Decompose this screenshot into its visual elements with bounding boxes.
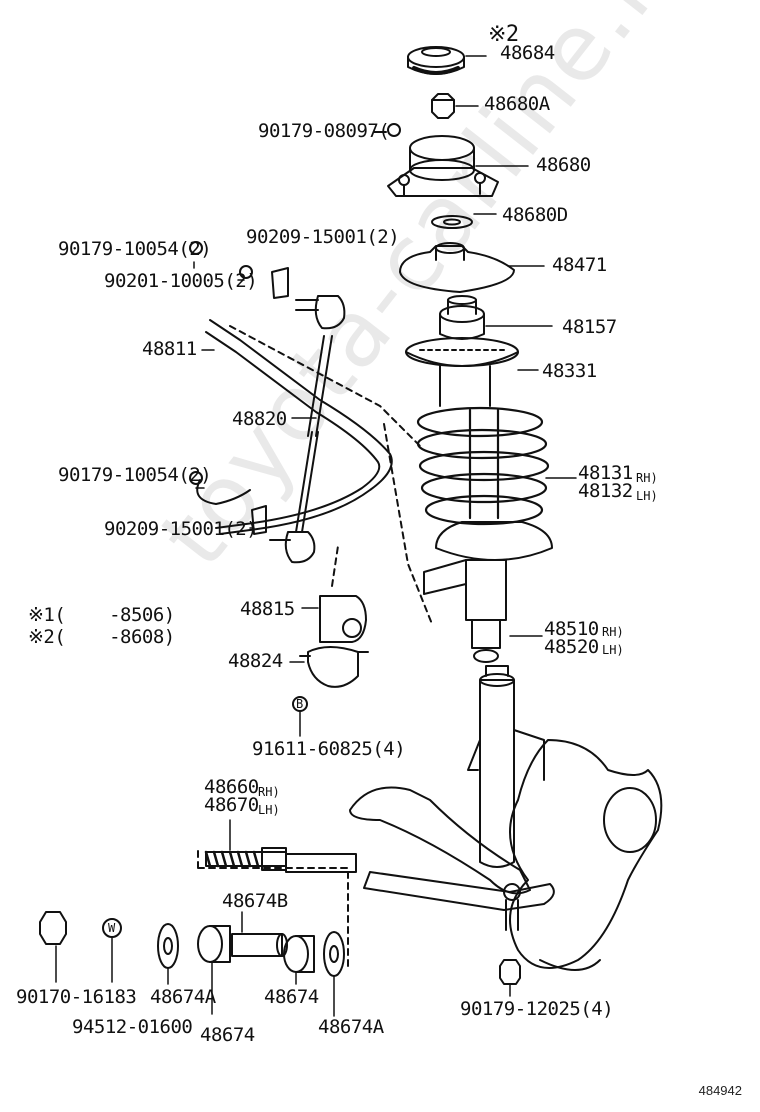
bolt-90201-10005 xyxy=(239,265,253,279)
note-mark-top: ※2 xyxy=(488,22,519,47)
label-90179-10054-bottom: 90179-10054(2) xyxy=(58,464,212,486)
label-48510: 48510 xyxy=(544,618,599,640)
label-48674B: 48674B xyxy=(222,890,288,912)
bushing-48674A-left xyxy=(157,923,179,969)
label-90179-08097: 90179-08097( xyxy=(258,120,390,142)
label-48680D: 48680D xyxy=(502,204,568,226)
label-48132-side: LH) xyxy=(636,489,658,503)
strut-48510 xyxy=(423,521,553,663)
leader xyxy=(197,847,349,969)
label-90170-16183: 90170-16183 xyxy=(16,986,137,1008)
label-91611-60825: 91611-60825(4) xyxy=(252,738,406,760)
label-48815: 48815 xyxy=(240,598,295,620)
leader xyxy=(229,325,421,447)
label-48520-side: LH) xyxy=(602,643,624,657)
insulator-48331 xyxy=(405,337,519,407)
mark-w: W xyxy=(108,921,116,935)
stabilizer-bushing-48815 xyxy=(319,595,367,643)
leader-lines xyxy=(55,55,577,1017)
label-48510-side: RH) xyxy=(602,625,624,639)
washer-48680D xyxy=(431,215,473,229)
label-48331: 48331 xyxy=(542,360,597,382)
label-48674A-left: 48674A xyxy=(150,986,216,1008)
label-48471: 48471 xyxy=(552,254,607,276)
washer-94512-01600 xyxy=(102,918,122,938)
nut-90170-16183 xyxy=(39,911,67,945)
nut-90179-12025 xyxy=(499,959,521,985)
label-48157: 48157 xyxy=(562,316,617,338)
label-48680A: 48680A xyxy=(484,93,550,115)
stabilizer-bracket-48824 xyxy=(299,646,369,688)
label-48660: 48660 xyxy=(204,776,259,798)
note-2: ※2( -8608) xyxy=(28,626,175,648)
label-94512-01600: 94512-01600 xyxy=(72,1016,193,1038)
label-48660-side: RH) xyxy=(258,785,280,799)
stabilizer-bar-48811 xyxy=(196,319,393,535)
label-48670: 48670 xyxy=(204,794,259,816)
strut-cap-48684 xyxy=(407,46,465,75)
label-48670-side: LH) xyxy=(258,803,280,817)
lower-control-arm xyxy=(349,786,555,931)
leader xyxy=(331,545,339,587)
nut-90179-10054-bottom xyxy=(189,471,203,485)
leader xyxy=(383,423,433,625)
nut-48680A xyxy=(431,93,455,119)
label-90209-15001-bottom: 90209-15001(2) xyxy=(104,518,258,540)
bump-stop-48157 xyxy=(439,295,485,340)
label-48811: 48811 xyxy=(142,338,197,360)
diagram-id: 484942 xyxy=(698,1083,742,1098)
strut-bar-48660 xyxy=(204,847,357,873)
label-90209-15001-top: 90209-15001(2) xyxy=(246,226,400,248)
label-48520: 48520 xyxy=(544,636,599,658)
label-48824: 48824 xyxy=(228,650,283,672)
spring-seat-48471 xyxy=(399,242,515,293)
bracket-90209-15001-top xyxy=(271,267,289,299)
label-90179-10054-top: 90179-10054(2) xyxy=(58,238,212,260)
label-90201-10005: 90201-10005(2) xyxy=(104,270,258,292)
coil-spring-48131 xyxy=(416,406,550,526)
label-48674-mid: 48674 xyxy=(264,986,319,1008)
shock-absorber xyxy=(467,665,545,868)
label-48674A-right: 48674A xyxy=(318,1016,384,1038)
nut-90179-10054-top xyxy=(189,241,203,255)
label-48132: 48132 xyxy=(578,480,633,502)
bracket-90209-15001-bottom xyxy=(251,505,267,535)
label-48820: 48820 xyxy=(232,408,287,430)
collar-48674B xyxy=(231,933,288,957)
label-48131: 48131 xyxy=(578,462,633,484)
note-1: ※1( -8506) xyxy=(28,604,175,626)
stabilizer-link-48820 xyxy=(269,295,346,564)
label-48680: 48680 xyxy=(536,154,591,176)
label-90179-12025: 90179-12025(4) xyxy=(460,998,614,1020)
bushing-48674-left xyxy=(197,925,231,963)
strut-mount-48680 xyxy=(387,135,499,197)
label-48684: 48684 xyxy=(500,42,555,64)
bushing-48674A-right xyxy=(323,931,345,977)
label-48131-side: RH) xyxy=(636,471,658,485)
mark-b: B xyxy=(296,697,304,711)
nut-90179-08097 xyxy=(387,123,401,137)
label-48674-bottom: 48674 xyxy=(200,1024,255,1046)
bolt-91611-60825 xyxy=(292,696,308,712)
bushing-48674-right xyxy=(283,935,315,973)
steering-knuckle xyxy=(509,739,663,971)
